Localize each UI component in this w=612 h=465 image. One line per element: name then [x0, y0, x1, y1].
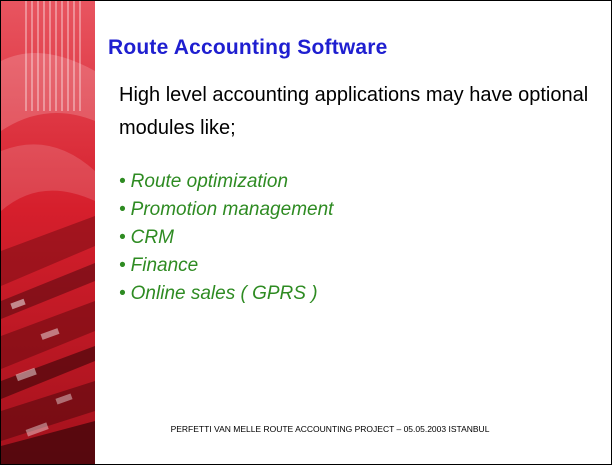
list-item: •Online sales ( GPRS ) — [119, 280, 333, 308]
bullet-text: Finance — [130, 255, 199, 276]
list-item: •CRM — [119, 224, 333, 252]
bullet-icon: • — [119, 171, 126, 192]
bullet-text: Online sales ( GPRS ) — [130, 283, 318, 304]
slide-title: Route Accounting Software — [108, 36, 388, 59]
list-item: •Finance — [119, 252, 333, 280]
bullet-icon: • — [119, 199, 126, 220]
intro-text: High level accounting applications may h… — [119, 84, 589, 139]
bullet-text: Route optimization — [130, 171, 289, 192]
list-item: •Promotion management — [119, 196, 333, 224]
bullet-icon: • — [119, 283, 126, 304]
bullet-icon: • — [119, 227, 126, 248]
bullet-text: Promotion management — [130, 199, 334, 220]
slide-footer: PERFETTI VAN MELLE ROUTE ACCOUNTING PROJ… — [170, 424, 490, 434]
red-banner-icon — [1, 1, 95, 464]
list-item: •Route optimization — [119, 168, 333, 196]
bullet-icon: • — [119, 255, 126, 276]
decorative-side-strip — [1, 1, 95, 464]
bullet-text: CRM — [130, 227, 174, 248]
module-list: •Route optimization •Promotion managemen… — [119, 168, 333, 308]
